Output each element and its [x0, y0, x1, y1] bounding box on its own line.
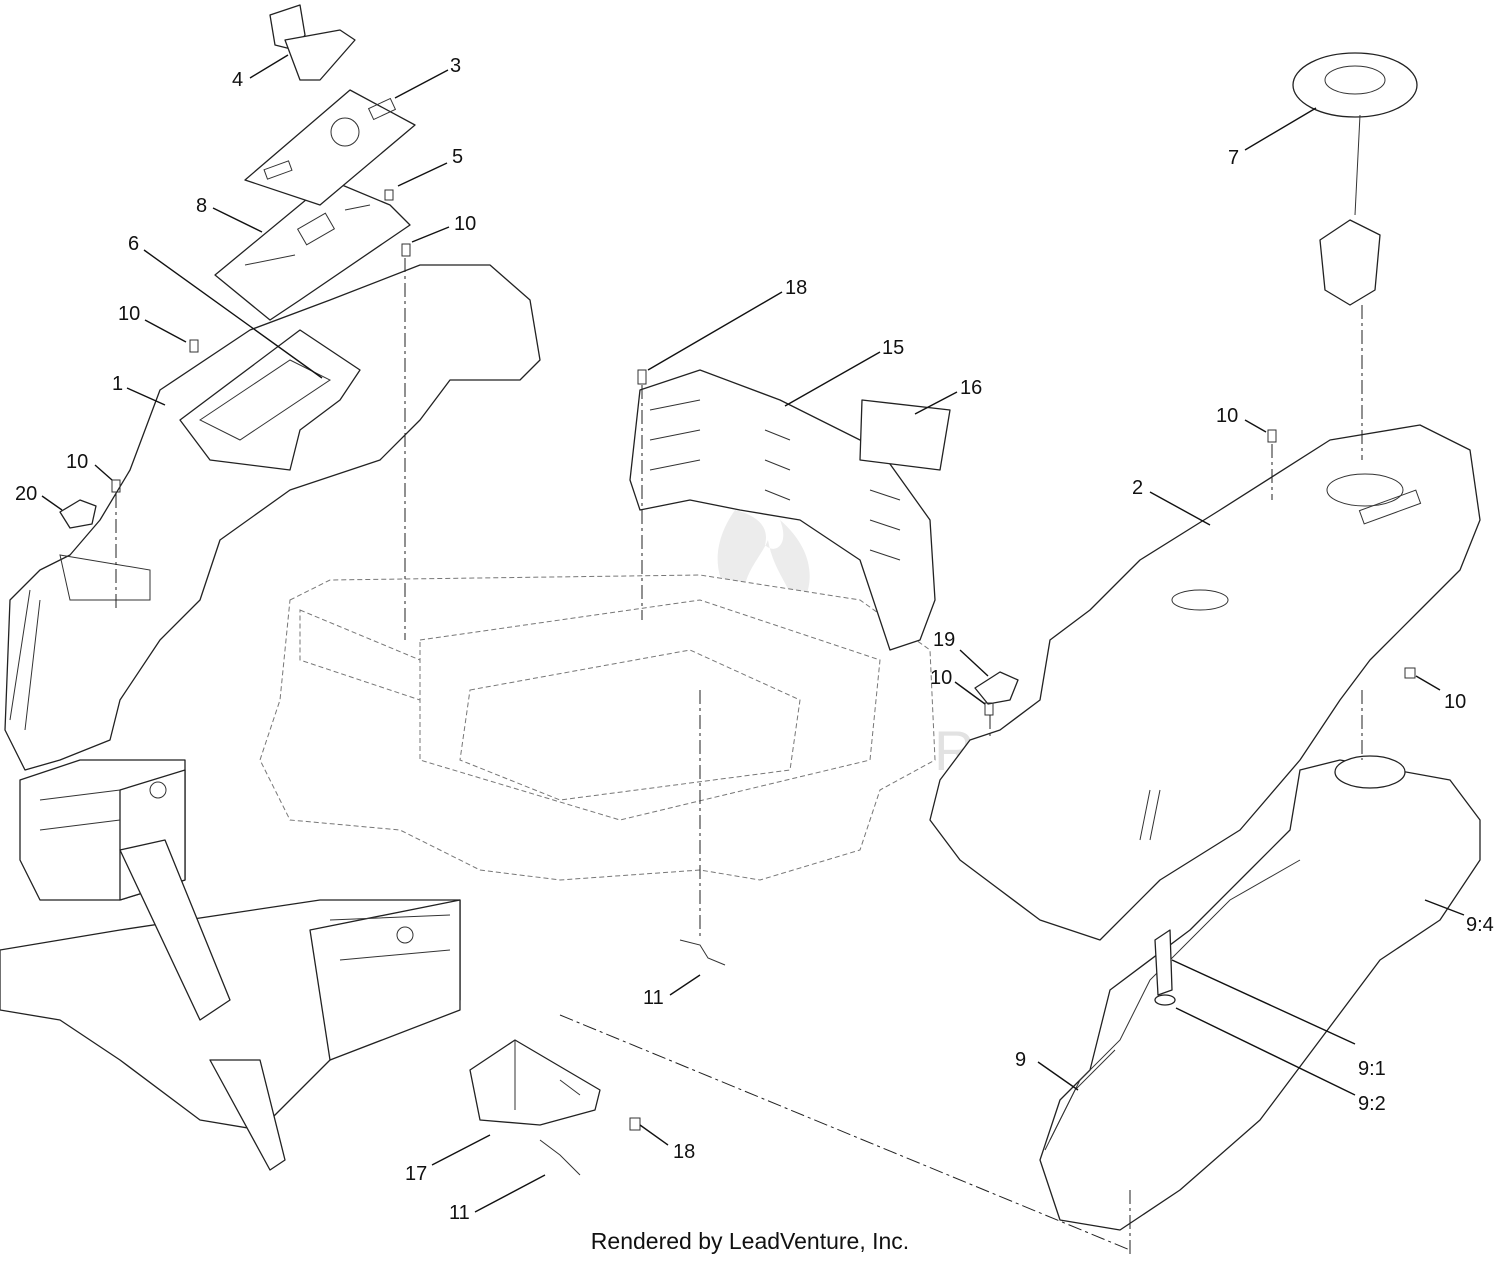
leader-lines	[41, 54, 1465, 1213]
callout-9-1: 9:1	[1358, 1058, 1386, 1080]
callout-9-4: 9:4	[1466, 914, 1494, 936]
callout-4: 4	[232, 69, 243, 91]
callout-2: 2	[1132, 477, 1143, 499]
callout-1: 1	[112, 373, 123, 395]
pod-body	[4, 264, 541, 771]
callout-5: 5	[452, 146, 463, 168]
callout-6: 6	[128, 233, 139, 255]
clip-lower	[539, 1139, 581, 1176]
callout-10-pod: 10	[66, 451, 88, 473]
callout-10-fender: 10	[1216, 405, 1238, 427]
callout-16: 16	[960, 377, 982, 399]
fuel-tank	[1039, 755, 1481, 1231]
callouts: 4 3 5 8 10 6 10 1 10 20 18 15 16 7 10 2 …	[15, 55, 1494, 1224]
fender-hood	[929, 424, 1481, 941]
alignment-lines	[115, 258, 1363, 1255]
callout-11-lower: 11	[449, 1202, 470, 1224]
console-decal	[244, 89, 416, 206]
callout-9-2: 9:2	[1358, 1093, 1386, 1115]
callout-17: 17	[405, 1163, 427, 1185]
clip-upper	[679, 939, 726, 966]
callout-7: 7	[1228, 147, 1239, 169]
bracket	[469, 1039, 601, 1126]
callout-8: 8	[196, 195, 207, 217]
callout-20: 20	[15, 483, 37, 505]
shroud-decal	[859, 399, 951, 471]
rear-frame	[0, 759, 461, 1171]
callout-18-top: 18	[785, 277, 807, 299]
throttle-lever	[269, 4, 356, 81]
callout-18-bottom: 18	[673, 1141, 695, 1163]
callout-10-knob: 10	[930, 667, 952, 689]
callout-10-right: 10	[1444, 691, 1466, 713]
render-credit: Rendered by LeadVenture, Inc.	[590, 1228, 910, 1254]
knob-20	[59, 499, 97, 529]
callout-10-left: 10	[118, 303, 140, 325]
callout-15: 15	[882, 337, 904, 359]
callout-3: 3	[450, 55, 461, 77]
chassis-frame	[259, 574, 936, 881]
callout-9: 9	[1015, 1049, 1026, 1071]
knob-19	[974, 671, 1019, 705]
fuel-cap	[1292, 52, 1418, 306]
fasteners	[111, 189, 1416, 1131]
callout-11-upper: 11	[643, 987, 664, 1009]
callout-10-top: 10	[454, 213, 476, 235]
callout-19: 19	[933, 629, 955, 651]
center-shroud	[629, 369, 936, 651]
